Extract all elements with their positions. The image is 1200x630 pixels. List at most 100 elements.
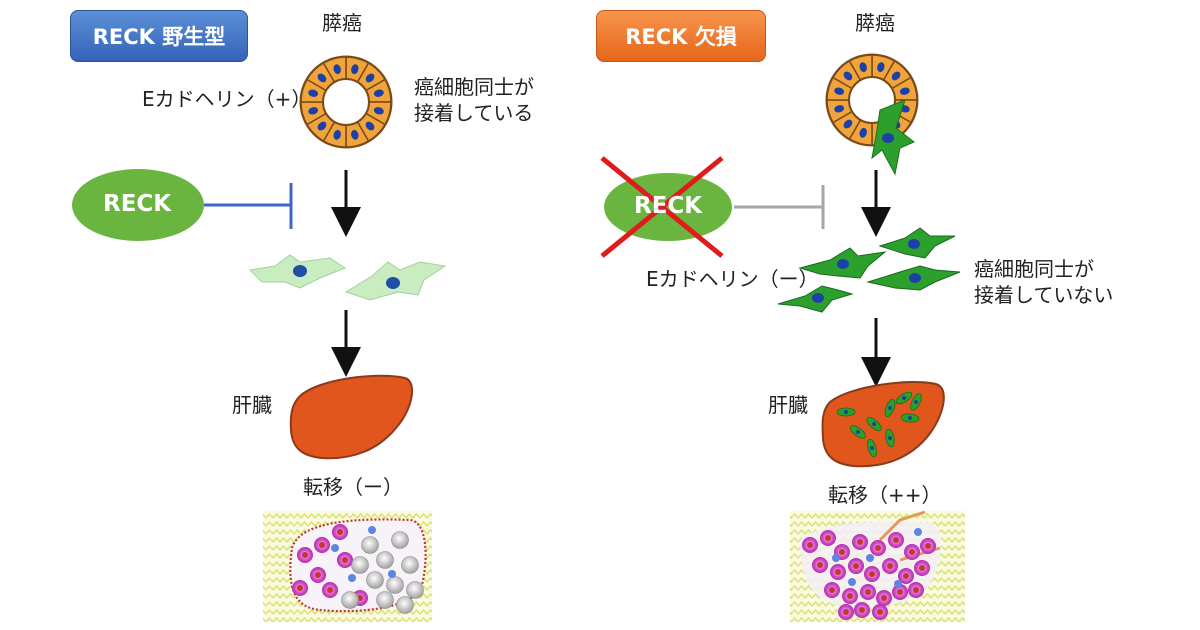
reck-label-left: RECK [103, 191, 172, 217]
badge-reck-wildtype-label: RECK 野生型 [92, 25, 226, 49]
duct-nucleus [834, 87, 845, 95]
badge-reck-wildtype: RECK 野生型 [70, 10, 248, 62]
cross-mark [600, 156, 724, 258]
duct-nucleus [317, 121, 327, 131]
tumor-nucleus [893, 537, 899, 543]
normal-cell [341, 591, 359, 609]
tumor-nucleus [925, 543, 931, 549]
duct-nucleus [351, 129, 359, 140]
adhesion-text-right: 癌細胞同士が 接着していない [974, 257, 1114, 307]
tumor-nucleus [342, 557, 348, 563]
tumor-nucleus [839, 549, 845, 555]
normal-cell [361, 536, 379, 554]
tumor-nucleus [897, 589, 903, 595]
tumor-nucleus [319, 542, 325, 548]
tumor-nucleus [315, 572, 321, 578]
tumor-nucleus [829, 587, 835, 593]
duct-nucleus [843, 71, 853, 81]
tumor-nucleus [337, 529, 343, 535]
tumor-nucleus [877, 609, 883, 615]
duct-nucleus [891, 71, 901, 81]
metastasis-nucleus [872, 422, 876, 426]
duct-nucleus [333, 64, 341, 75]
adhesion-text-left: 癌細胞同士が 接着している [414, 75, 534, 125]
tumor-nucleus [913, 587, 919, 593]
duct-nucleus [843, 119, 853, 129]
duct-nucleus [365, 121, 375, 131]
duct-nucleus [373, 107, 384, 115]
tumor-nucleus [875, 545, 881, 551]
liver-label-left: 肝臓 [232, 393, 272, 417]
tumor-nucleus [887, 563, 893, 569]
tumor-nucleus [903, 573, 909, 579]
liver-metastases [836, 391, 922, 458]
tumor-nucleus [297, 585, 303, 591]
tumor-nucleus [865, 589, 871, 595]
duct-nucleus [308, 89, 319, 97]
blue-cell [894, 580, 902, 588]
tumor-nucleus [869, 571, 875, 577]
spindle-cells-right [777, 227, 961, 313]
histology-right [790, 510, 965, 622]
tumor-nucleus [825, 535, 831, 541]
metastasis-label-right: 転移（++） [828, 483, 942, 507]
reck-label-right: RECK [634, 193, 703, 219]
tumor-nucleus [857, 539, 863, 545]
tumor-nucleus [909, 549, 915, 555]
tumor-nucleus [302, 552, 308, 558]
normal-cell [396, 596, 414, 614]
tumor-nucleus [807, 542, 813, 548]
tumor-nucleus [853, 563, 859, 569]
blue-cell [848, 578, 856, 586]
metastasis-nucleus [870, 446, 874, 450]
blue-cell [348, 574, 356, 582]
spindle-cells-left [248, 254, 447, 301]
blue-cell [914, 528, 922, 536]
badge-reck-deficient-label: RECK 欠損 [625, 25, 737, 49]
metastasis-nucleus [902, 396, 906, 400]
reck-ellipse-right [604, 173, 732, 241]
normal-cell [391, 531, 409, 549]
pancreatic-duct-left [299, 55, 393, 149]
liver-label-right: 肝臓 [768, 393, 808, 417]
tumor-nucleus [859, 607, 865, 613]
duct-nucleus [351, 64, 359, 75]
duct-nucleus [859, 127, 867, 138]
cancer-label-right: 膵癌 [855, 11, 895, 35]
metastasis-nucleus [914, 400, 918, 404]
duct-nucleus [317, 73, 327, 83]
duct-nucleus [899, 87, 910, 95]
tumor-nucleus [843, 609, 849, 615]
metastasis-label-left: 転移（ー） [303, 475, 403, 499]
normal-cell [366, 571, 384, 589]
ecad-label-right: Eカドヘリン（ー） [646, 267, 819, 291]
normal-cell [376, 591, 394, 609]
normal-cell [376, 551, 394, 569]
tumor-nucleus [847, 593, 853, 599]
duct-nucleus [365, 73, 375, 83]
metastasis-nucleus [888, 406, 892, 410]
normal-cell [351, 556, 369, 574]
normal-cell [406, 581, 424, 599]
metastasis-nucleus [844, 410, 848, 414]
tumor-nucleus [327, 587, 333, 593]
pancreatic-duct-right [825, 53, 919, 176]
normal-cell [401, 556, 419, 574]
metastasis-nucleus [888, 436, 892, 440]
cancer-label-left: 膵癌 [322, 11, 362, 35]
tumor-nucleus [835, 569, 841, 575]
liver-right [821, 381, 945, 468]
duct-nucleus [333, 129, 341, 140]
liver-left [289, 374, 413, 460]
blue-cell [331, 544, 339, 552]
reck-ellipse-left [72, 169, 204, 241]
tumor-nucleus [817, 562, 823, 568]
tumor-nucleus [881, 595, 887, 601]
badge-reck-deficient: RECK 欠損 [596, 10, 766, 62]
blue-cell [866, 554, 874, 562]
duct-nucleus [373, 89, 384, 97]
tumor-nucleus [919, 565, 925, 571]
normal-cell [386, 576, 404, 594]
blue-cell [388, 570, 396, 578]
